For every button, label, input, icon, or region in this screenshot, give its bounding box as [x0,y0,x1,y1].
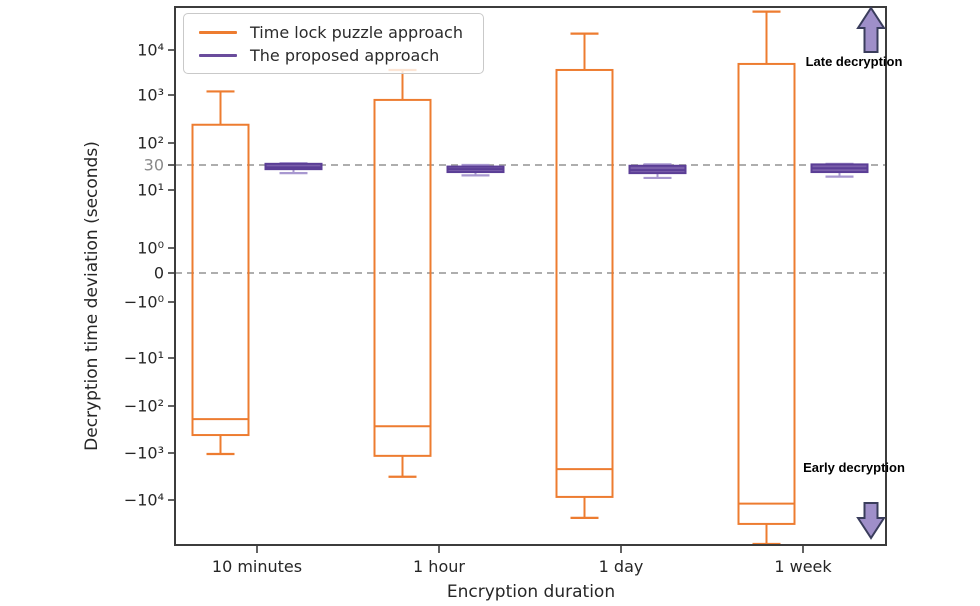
y-tick-label: 10¹ [137,181,164,200]
y-tick-label: 10³ [137,86,164,105]
early-decryption-label: Early decryption [803,460,905,475]
y-axis-title: Decryption time deviation (seconds) [82,141,102,451]
y-tick-label: 30 [144,156,164,175]
box-tlp-10-minutes [191,90,250,456]
box-tlp-1-day [555,32,614,520]
box-tlp-1-week [737,10,796,546]
x-axis-title: Encryption duration [446,582,616,602]
plot-area [175,7,886,545]
legend-swatch-purple-icon [199,54,237,57]
legend-swatch-orange-icon [199,31,237,34]
y-tick-label: −10³ [124,444,164,463]
box-proposed-1-hour [446,163,505,177]
legend-label: Time lock puzzle approach [250,22,463,42]
y-tick-label: 10⁰ [137,239,164,258]
y-tick-label: 0 [154,264,164,283]
x-tick-label: 1 day [599,557,644,576]
legend: Time lock puzzle approach The proposed a… [183,13,484,74]
y-tick-label: −10² [124,397,164,416]
late-decryption-label: Late decryption [805,54,903,69]
y-tick-label: −10¹ [124,349,164,368]
legend-label: The proposed approach [250,45,440,65]
box-proposed-1-day [628,163,687,180]
x-tick-label: 1 hour [413,557,465,576]
x-tick-label: 10 minutes [212,557,302,576]
up-arrow-icon [856,6,886,53]
plot-border [174,6,887,546]
y-tick-label: −10⁴ [124,491,164,510]
box-proposed-1-week [810,162,869,178]
y-tick-label: 10² [137,134,164,153]
y-tick-label: 10⁴ [137,41,164,60]
down-arrow-icon [856,502,886,540]
legend-item-time-lock: Time lock puzzle approach [194,21,473,44]
box-proposed-10-minutes [264,162,323,175]
y-tick-label: −10⁰ [124,293,164,312]
legend-item-proposed: The proposed approach [194,44,473,67]
x-tick-label: 1 week [774,557,832,576]
